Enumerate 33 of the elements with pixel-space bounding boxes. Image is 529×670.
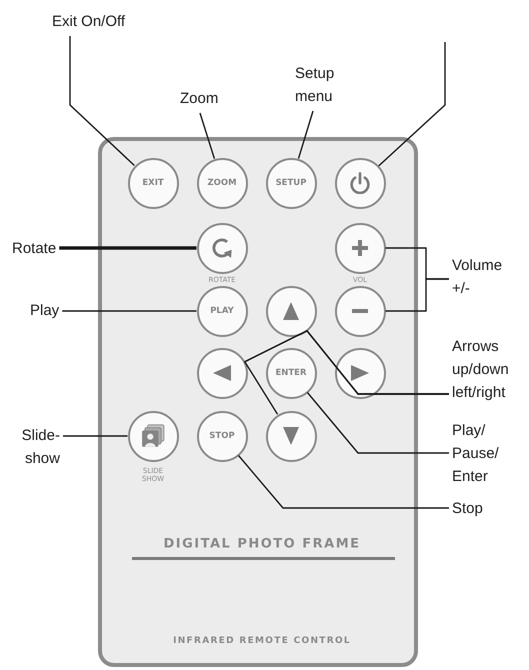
callout-label: Stop xyxy=(452,497,483,520)
remote-button xyxy=(334,158,386,208)
leader-line xyxy=(306,392,449,454)
device-title: DIGITAL PHOTO FRAME xyxy=(163,536,361,552)
remote-button: PLAY xyxy=(196,286,248,336)
remote-button: ENTER xyxy=(266,348,316,398)
device-subtitle: INFRARED REMOTE CONTROL xyxy=(173,636,351,646)
callout-label: Exit On/Off xyxy=(52,10,126,33)
remote-button xyxy=(266,410,316,462)
leader-line xyxy=(59,246,196,250)
leader-line xyxy=(244,330,449,415)
leader-line xyxy=(238,455,449,509)
callout-label: Zoom xyxy=(180,87,218,110)
callout-label: Arrows up/down left/right xyxy=(452,335,524,404)
leader-line xyxy=(298,110,314,159)
callout-label: Setup menu xyxy=(295,62,341,108)
remote-button: ZOOM xyxy=(196,158,248,208)
leader-line xyxy=(62,310,196,312)
leader-line xyxy=(386,278,449,312)
callout-label: Play/ Pause/ Enter xyxy=(452,419,512,488)
callout-label: Rotate xyxy=(12,237,56,260)
callout-label: Volume +/- xyxy=(452,254,512,300)
callout-label: Play xyxy=(30,299,60,322)
remote-button: STOP xyxy=(196,410,248,462)
remote-button xyxy=(334,348,386,398)
leader-line xyxy=(69,36,135,166)
leader-line xyxy=(378,42,446,166)
remote-button: EXIT xyxy=(128,158,178,208)
leader-line xyxy=(63,435,128,437)
callout-label: Slide- show xyxy=(14,424,60,470)
leader-line xyxy=(199,112,216,159)
remote-control-body xyxy=(98,137,418,667)
remote-button: SETUP xyxy=(266,158,316,208)
